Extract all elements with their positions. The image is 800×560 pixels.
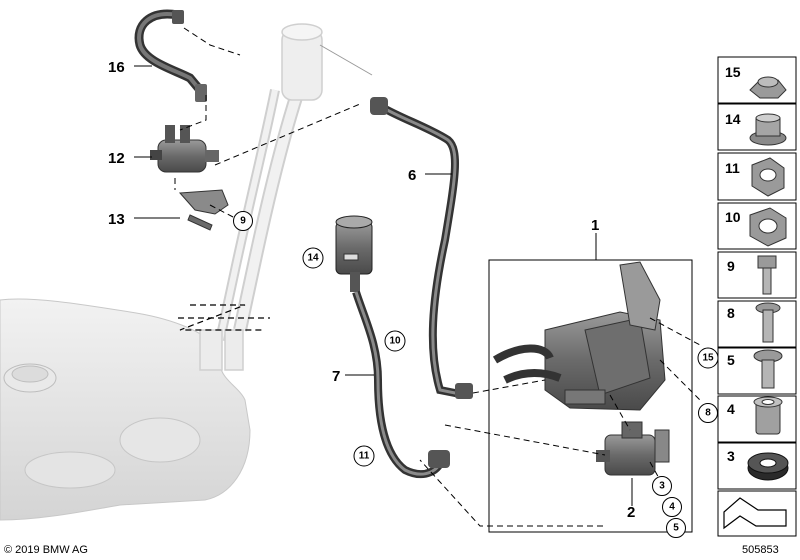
callout-16: 16	[108, 59, 125, 76]
callout-12: 12	[108, 150, 125, 167]
carbon-canister-1	[492, 261, 666, 411]
svg-text:5: 5	[673, 523, 679, 534]
part-14-filter	[335, 215, 373, 292]
screw-icon	[755, 302, 781, 343]
callout-2: 2	[627, 504, 635, 521]
copyright-text: © 2019 BMW AG	[4, 544, 88, 556]
canister-frame	[488, 259, 693, 533]
clip-11-icon	[751, 157, 785, 197]
hose-16	[134, 9, 207, 102]
dashed-connectors	[174, 27, 701, 527]
filler-neck-ghost	[199, 23, 373, 371]
side-part-15-label: 15	[725, 64, 741, 80]
clip-10-icon	[749, 207, 787, 247]
circled-callout-8: 8	[698, 403, 718, 423]
callout-13: 13	[108, 211, 125, 228]
side-part-4-label: 4	[727, 401, 735, 417]
circled-callout-5: 5	[666, 518, 686, 538]
purge-valve-12	[150, 125, 219, 173]
circled-callout-9: 9	[233, 211, 253, 231]
side-part-3-label: 3	[727, 448, 735, 464]
side-parts-column: 15 14 11 10 9 8 5	[717, 56, 797, 537]
bolt-icon	[757, 255, 777, 295]
bracket-13	[178, 189, 229, 231]
side-part-9-label: 9	[727, 258, 735, 274]
svg-text:11: 11	[359, 451, 370, 462]
rivet-icon	[753, 349, 783, 389]
svg-text:14: 14	[307, 253, 319, 264]
fuel-tank-ghost	[0, 298, 251, 521]
circled-callout-4: 4	[662, 497, 682, 517]
side-part-10-label: 10	[725, 209, 741, 225]
nut-icon	[749, 76, 787, 99]
svg-text:3: 3	[659, 481, 665, 492]
circled-callout-11: 11	[353, 445, 375, 467]
break-lines	[178, 304, 270, 331]
flange-nut-icon	[749, 113, 787, 146]
svg-text:15: 15	[702, 353, 714, 364]
diagram-id: 505853	[742, 544, 779, 556]
circled-callout-15: 15	[697, 347, 719, 369]
callout-6: 6	[408, 167, 416, 184]
svg-text:9: 9	[240, 216, 246, 227]
callout-7: 7	[332, 368, 340, 385]
leader-lines	[134, 65, 633, 506]
side-part-14-label: 14	[725, 111, 741, 127]
side-part-5-label: 5	[727, 352, 735, 368]
hose-7	[352, 290, 450, 479]
callout-1: 1	[591, 217, 599, 234]
circled-callout-14: 14	[302, 247, 324, 269]
svg-text:4: 4	[669, 502, 675, 513]
grommet-4-icon	[753, 396, 783, 435]
side-part-8-label: 8	[727, 305, 735, 321]
arrow-icon	[723, 497, 787, 530]
svg-text:10: 10	[389, 336, 401, 347]
grommet-3-icon	[747, 452, 789, 481]
valve-2	[596, 421, 670, 476]
circled-callout-3: 3	[652, 476, 672, 496]
circled-callout-10: 10	[384, 330, 406, 352]
side-part-11-label: 11	[725, 160, 740, 176]
svg-text:8: 8	[705, 408, 711, 419]
hose-6	[370, 97, 473, 399]
